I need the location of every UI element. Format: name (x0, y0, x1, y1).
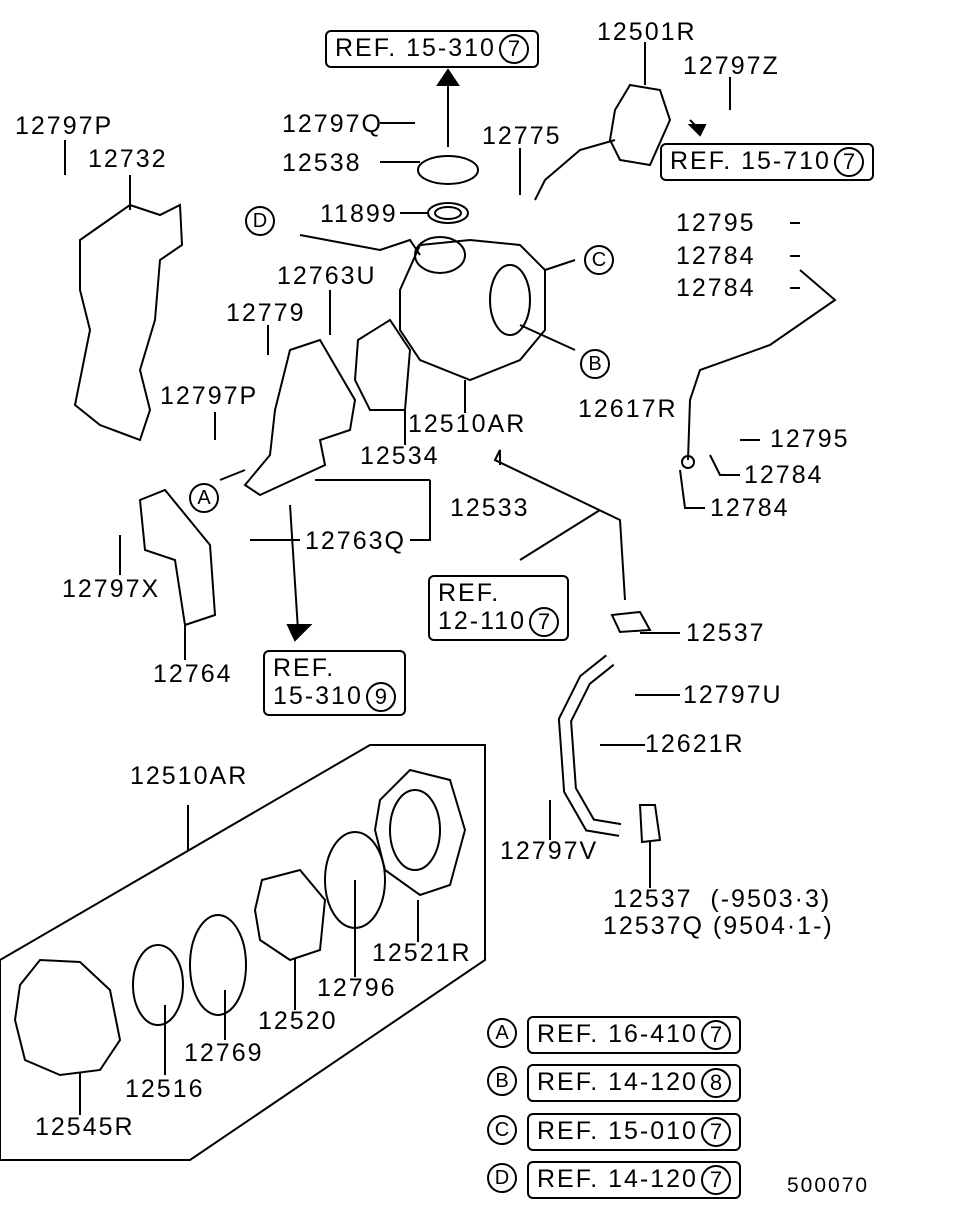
part-number-label: 12775 (482, 122, 562, 150)
legend-marker: B (487, 1066, 517, 1096)
part-number-label: 12795 (770, 425, 850, 453)
part-number-label: 11899 (320, 200, 398, 228)
gasket-12537 (610, 610, 652, 634)
part-number-label: 12510AR (408, 410, 527, 438)
bracket-12764 (138, 488, 217, 627)
part-number-label: 12784 (710, 494, 790, 522)
legend-marker: A (487, 1018, 517, 1048)
reference-circle-number: 9 (365, 682, 396, 713)
part-number-label: 12763Q (305, 527, 406, 555)
part-number-label: 12797V (500, 837, 599, 865)
diagram-code: 500070 (787, 1174, 870, 1197)
part-number-label: 12538 (282, 149, 362, 177)
part-number-label: 12510AR (130, 762, 249, 790)
housing-12545R (13, 958, 122, 1077)
part-number-label: 12545R (35, 1113, 135, 1141)
reference-marker-c: C (584, 245, 614, 275)
legend-reference-text: REF. 15-010 (537, 1117, 698, 1145)
part-number-label: 12534 (360, 442, 440, 470)
compressor-housing-12521R (373, 768, 467, 897)
part-number-label: 12520 (258, 1007, 338, 1035)
part-number-label: 12779 (226, 299, 306, 327)
oil-pipe-12617R (687, 269, 837, 461)
legend-circle-number: 8 (700, 1068, 731, 1099)
part-number-label: 12501R (597, 18, 697, 46)
part-number-label: 12797U (683, 681, 783, 709)
part-number-label: 12617R (578, 395, 678, 423)
part-number-label: 12521R (372, 939, 472, 967)
legend-reference-text: REF. 14-120 (537, 1068, 698, 1096)
oring-12796 (324, 831, 386, 929)
legend-reference-text: REF. 14-120 (537, 1165, 698, 1193)
reference-marker-b: B (580, 349, 610, 379)
legend-circle-number: 7 (700, 1117, 731, 1148)
reference-text: REF. 12-110 (438, 579, 526, 635)
part-number-label: 12763U (277, 262, 377, 290)
part-number-label: 12797P (160, 382, 259, 410)
part-number-label: 12769 (184, 1039, 264, 1067)
part-number-label: 12797X (62, 575, 161, 603)
exploded-view-frame (0, 744, 486, 1161)
cartridge-12520 (253, 868, 327, 962)
part-number-label: 12784 (676, 274, 756, 302)
legend-marker: D (487, 1163, 517, 1193)
reference-circle-number: 7 (498, 34, 529, 65)
legend-circle-number: 7 (700, 1165, 731, 1196)
reference-marker-d: D (245, 206, 275, 236)
snap-ring-12769 (189, 914, 247, 1016)
elbow-12533 (243, 338, 357, 497)
flange-12538 (417, 155, 479, 185)
part-number-label: 12533 (450, 494, 530, 522)
part-number-label: 12797P (15, 112, 114, 140)
part-number-label: 12537Q (9504·1-) (603, 912, 834, 940)
part-number-label: 12796 (317, 974, 397, 1002)
legend-marker: C (487, 1115, 517, 1145)
part-number-label: 12797Q (282, 110, 383, 138)
part-number-label: 12537 (686, 619, 766, 647)
part-number-label: 12732 (88, 145, 168, 173)
turbo-flange (414, 236, 466, 274)
reference-text: REF. 15-710 (670, 147, 831, 175)
part-number-label: 12784 (744, 461, 824, 489)
part-number-label: 12621R (645, 730, 745, 758)
turbo-outlet (489, 264, 531, 336)
part-number-label: 12797Z (683, 52, 780, 80)
reference-text: REF. 15-310 (335, 34, 496, 62)
heat-shield-part (73, 203, 184, 442)
actuator-12501R (608, 83, 672, 167)
reference-circle-number: 7 (833, 147, 864, 178)
legend-circle-number: 7 (700, 1020, 731, 1051)
reference-circle-number: 7 (529, 607, 559, 638)
clamp-12516 (132, 944, 184, 1026)
part-number-label: 12795 (676, 209, 756, 237)
part-number-label: 12764 (153, 660, 233, 688)
part-number-label: 12784 (676, 242, 756, 270)
part-number-label: 12537 (-9503·3) (613, 885, 832, 913)
turbocharger-part (399, 238, 546, 382)
reference-text: REF. 15-310 (273, 654, 363, 710)
legend-reference-text: REF. 16-410 (537, 1020, 698, 1048)
reference-marker-a: A (189, 483, 219, 513)
gasket-12537-lower (638, 804, 662, 844)
part-number-label: 12516 (125, 1075, 205, 1103)
